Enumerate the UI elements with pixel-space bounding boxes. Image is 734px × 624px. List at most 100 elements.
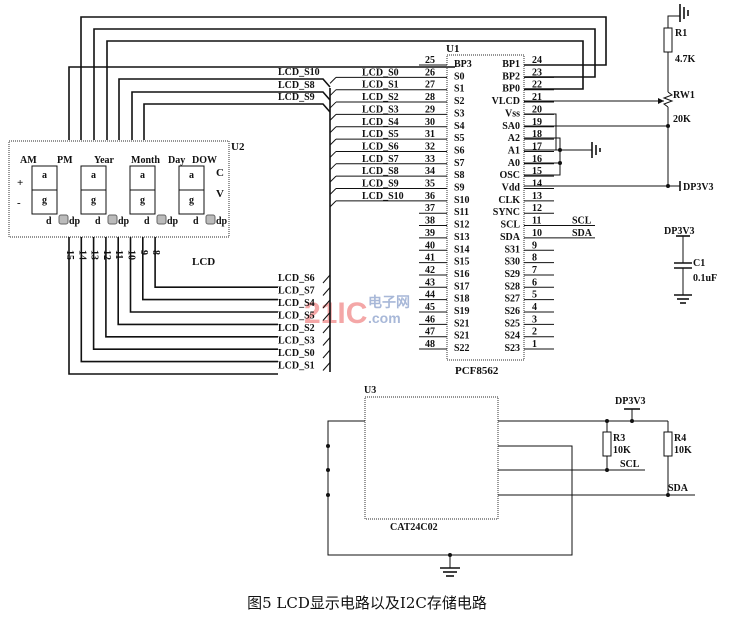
u1-pin-name: A2 [508, 133, 520, 144]
capacitor-c1: DP3V3 C1 0.1uF [664, 226, 717, 304]
u3-ref: U3 [364, 385, 376, 396]
u1-pin-name: SA0 [502, 121, 520, 132]
u1-pin-name: S30 [504, 257, 520, 268]
u1-pin-name: S21 [454, 318, 470, 329]
u1-pin-number: 48 [425, 339, 435, 350]
u1-pin-name: OSC [499, 170, 520, 181]
u1-pin-name: S10 [454, 195, 470, 206]
u1-pin-number: 10 [532, 228, 542, 239]
decimal-point [205, 214, 216, 225]
i2c-pullups: DP3V3 R3 10K SCL R4 10K SDA [602, 396, 692, 497]
net-label: LCD_S4 [362, 117, 399, 128]
backplane-wires [68, 16, 607, 140]
net-label: LCD_S7 [278, 286, 315, 297]
u1-pin-name: S8 [454, 170, 465, 181]
u1-pin-number: 5 [532, 290, 537, 301]
u1-pin-name: CLK [498, 195, 520, 206]
u1-pin-name: S2 [454, 96, 465, 107]
net-label: LCD_S8 [362, 166, 399, 177]
segment-label: a [91, 170, 96, 181]
rw1-ref: RW1 [673, 90, 695, 101]
u1-pin-name: S18 [454, 294, 470, 305]
u1-pin-number: 2 [532, 327, 537, 338]
u1-pin-number: 14 [532, 179, 542, 190]
u1-pin-name: S12 [454, 220, 470, 231]
u1-pin-number: 9 [532, 240, 537, 251]
u1-pin-number: 23 [532, 67, 542, 78]
digit-label: Year [94, 155, 115, 166]
watermark-domain: .com [368, 310, 401, 326]
c1-value: 0.1uF [693, 273, 717, 284]
net-label: LCD_S9 [278, 92, 315, 103]
segment-wire [154, 237, 278, 289]
net-label: LCD_S3 [362, 104, 399, 115]
u1-pin-number: 4 [532, 302, 537, 313]
net-label: LCD_S4 [278, 298, 315, 309]
segment-label: d [193, 216, 199, 227]
u1-pin-name: S11 [454, 207, 469, 218]
u1-pin-name: S14 [454, 244, 470, 255]
segment-label: g [140, 195, 145, 206]
r3-ref: R3 [613, 433, 625, 444]
u1-pin-number: 42 [425, 265, 435, 276]
bus-top-labels: LCD_S10 LCD_S8 LCD_S9 [278, 67, 320, 103]
u1-pin-number: 19 [532, 117, 542, 128]
watermark: 21IC 电子网 .com [304, 294, 410, 330]
u1-pin-name: BP1 [502, 59, 520, 70]
watermark-brand: 21IC [304, 297, 367, 330]
net-label: LCD_S2 [362, 92, 399, 103]
u1-pin-number: 13 [532, 191, 542, 202]
u1-ref: U1 [446, 43, 459, 55]
segment-wire [80, 237, 278, 363]
net-label: LCD_S8 [278, 80, 315, 91]
u1-pin-number: 30 [425, 117, 435, 128]
u1-pin-name: S3 [454, 108, 465, 119]
u1-pin-name: S28 [504, 281, 520, 292]
net-label: LCD_S7 [362, 154, 399, 165]
segment-wire [129, 237, 278, 313]
u1-pin-name: A0 [508, 158, 520, 169]
net-label: LCD_S9 [362, 179, 399, 190]
u1-pin-name: BP3 [454, 59, 472, 70]
u1-pin-name: A1 [508, 145, 520, 156]
u1-pin-name: SYNC [493, 207, 520, 218]
segment-label: g [42, 195, 47, 206]
u1-pin-name: SCL [501, 220, 521, 231]
u1-pin-number: 35 [425, 179, 435, 190]
sda-net-label: SDA [668, 483, 689, 494]
c1-supply: DP3V3 [664, 226, 695, 237]
r4-value: 10K [674, 445, 692, 456]
segment-label: d [144, 216, 150, 227]
u1-pin-number: 11 [532, 216, 541, 227]
u1-pin-number: 43 [425, 277, 435, 288]
u1-pin-number: 38 [425, 216, 435, 227]
r3-value: 10K [613, 445, 631, 456]
u1-pin-name: S26 [504, 306, 520, 317]
u1-pin-number: 31 [425, 129, 435, 140]
sda-net-label: SDA [572, 228, 593, 239]
u1-pin-name: S9 [454, 183, 465, 194]
segment-wire [92, 237, 278, 351]
u1-pin-number: 22 [532, 80, 542, 91]
segment-label: dp [118, 216, 130, 227]
u1-pin-name: S24 [504, 331, 520, 342]
u1-pin-number: 26 [425, 67, 435, 78]
scl-net-label: SCL [620, 459, 640, 470]
net-label: LCD_S5 [362, 129, 399, 140]
c1-ref: C1 [693, 258, 705, 269]
segment-label: dp [216, 216, 228, 227]
decimal-point [156, 214, 167, 225]
u1-pin-number: 27 [425, 80, 435, 91]
u1-pin-number: 16 [532, 154, 542, 165]
u1-pin-name: S25 [504, 318, 520, 329]
dp3v3-label: DP3V3 [683, 182, 714, 193]
u1-pin-number: 41 [425, 253, 435, 264]
net-label: LCD_S2 [278, 323, 315, 334]
u1-pin-name: BP0 [502, 84, 520, 95]
u1-pin-number: 29 [425, 104, 435, 115]
u1-pin-number: 3 [532, 314, 537, 325]
r4-ref: R4 [674, 433, 686, 444]
u1-pin-number: 1 [532, 339, 537, 350]
segment-label: d [46, 216, 52, 227]
u1-pin-number: 37 [425, 203, 435, 214]
